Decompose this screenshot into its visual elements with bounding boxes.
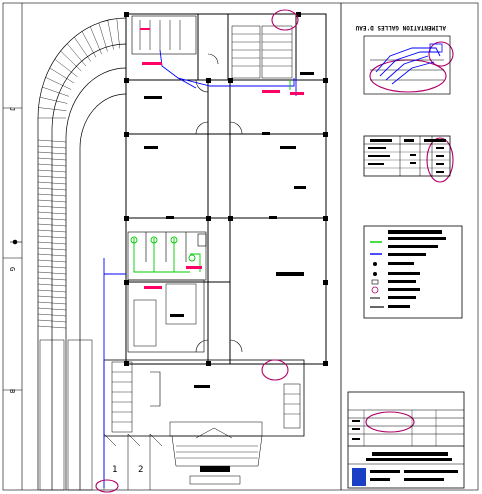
ramp-hatch-line (37, 265, 67, 269)
ramp-hatch-line (81, 31, 97, 58)
grid-labels: J G B (8, 107, 16, 393)
ramp-hatch-line (37, 217, 67, 221)
ramp-hatch-line (90, 26, 102, 55)
ramp-hatch-line (37, 283, 67, 287)
sheet-frame (2, 2, 479, 491)
revision-cloud (428, 41, 454, 67)
ramp-hatch-line (37, 223, 67, 227)
ramp-hatch-line (37, 325, 67, 329)
parking-number-1: 1 (112, 465, 117, 475)
structural-columns (124, 12, 328, 366)
revision-cloud (271, 9, 299, 31)
room-tags (144, 72, 314, 388)
ramp-hatch-line (37, 247, 67, 251)
north-marker (10, 239, 22, 245)
ramp-hatch-line (37, 241, 67, 245)
ramp-hatch-line (107, 20, 114, 50)
ramp-hatch-line (37, 211, 67, 215)
ramp-hatch-line (37, 199, 67, 203)
ramp-hatch-line (37, 235, 67, 239)
ramp-hatch-line (37, 313, 67, 317)
markup-notes (140, 28, 304, 289)
ramp-hatch-line (37, 157, 67, 161)
ramp-hatch-line (37, 289, 67, 293)
revision-cloud (365, 411, 415, 433)
inset-water-supply: ALIMENTATION GALLES D'EAU (355, 24, 451, 95)
ramp-hatch-line (54, 59, 78, 78)
ramp-hatch-line (98, 22, 108, 52)
legend (363, 225, 463, 319)
parking-bays: 1 2 (39, 339, 163, 491)
ramp-hatch-line (37, 151, 67, 155)
ramp-hatch-line (60, 50, 82, 72)
grid-label-g: G (8, 267, 16, 271)
ramp-hatch-line (37, 163, 67, 167)
revision-cloud (95, 479, 119, 493)
ramp-hatch-line (37, 301, 67, 305)
ramp-hatch-line (74, 36, 91, 62)
parking-number-2: 2 (138, 465, 143, 475)
grid-label-j: J (8, 107, 16, 111)
ramp-hatch-line (37, 187, 67, 191)
ramp-hatch-line (49, 67, 75, 84)
revision-cloud (261, 359, 289, 381)
ramp-hatch-line (37, 169, 67, 173)
sanitary-pipes (130, 80, 291, 273)
ramp-hatch-line (37, 259, 67, 263)
grid-label-b: B (8, 389, 16, 393)
inset-title: ALIMENTATION GALLES D'EAU (355, 24, 446, 31)
ramp-hatch-line (37, 277, 67, 281)
ramp-hatch-line (37, 307, 67, 311)
ramp-hatch-line (116, 18, 120, 49)
ramp-hatch-line (37, 271, 67, 275)
ramp-hatch-line (37, 139, 67, 143)
ramp-hatch-line (37, 193, 67, 197)
parking-ramp (37, 17, 127, 490)
ramp-hatch-line (37, 295, 67, 299)
ramp-hatch-line (38, 107, 67, 111)
ramp-hatch-line (37, 253, 67, 257)
ramp-hatch-line (37, 319, 67, 323)
sanitary-room (127, 231, 207, 281)
ramp-hatch-line (45, 77, 72, 90)
ramp-hatch-line (39, 97, 68, 104)
fixture-schedule-table (363, 135, 451, 177)
ramp-hatch-line (37, 205, 67, 209)
ramp-hatch-line (37, 181, 67, 185)
title-block (347, 391, 465, 489)
entrance-hall (103, 359, 305, 485)
ramp-hatch-line (42, 86, 70, 97)
ramp-hatch-line (37, 229, 67, 233)
ramp-hatch-line (37, 175, 67, 179)
ramp-hatch-line (66, 43, 87, 67)
ramp-hatch-line (37, 145, 67, 149)
